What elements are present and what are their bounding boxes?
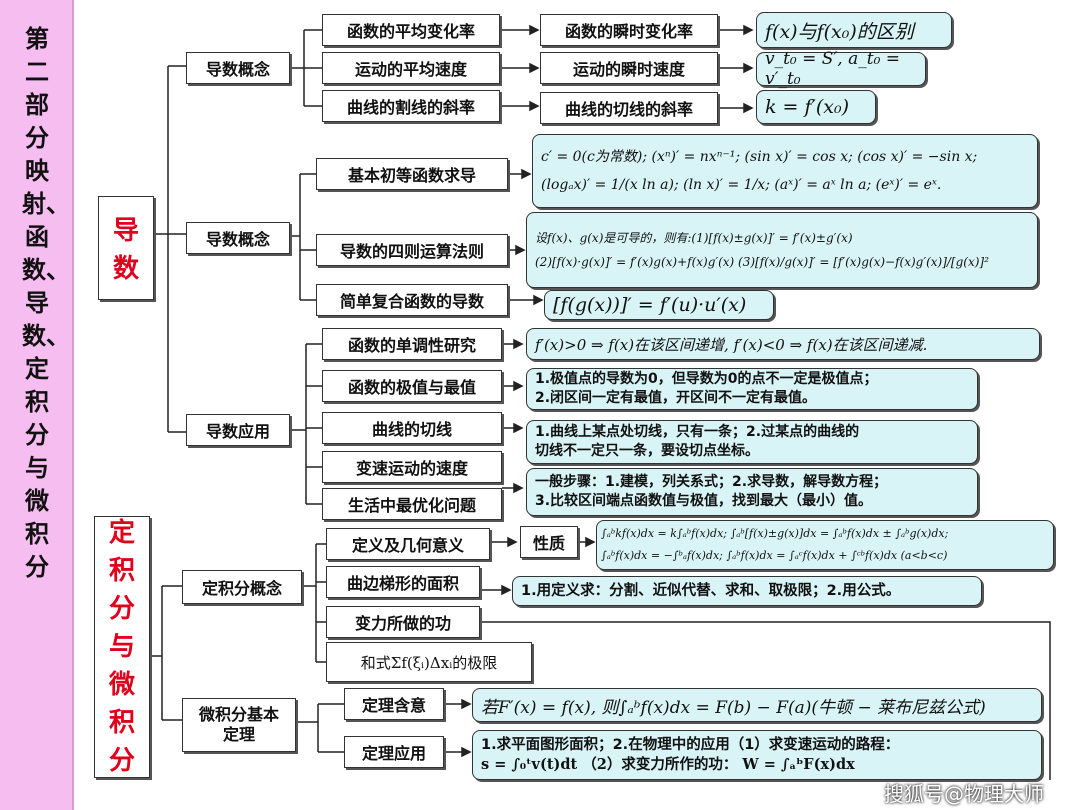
note-extreme-line1: 1.极值点的导数为0，但导数为0的点不一定是极值点； [535, 371, 878, 387]
note-application-line1: 1.求平面图形面积；2.在物理中的应用（1）求变速运动的路程： [481, 737, 900, 753]
node-tangent: 曲线的切线 [322, 412, 502, 444]
formula-chain: [f(g(x))]′ = f′(u)·u′(x) [544, 290, 774, 320]
note-application-line2: s = ∫₀ᵗv(t)dt （2）求变力所作的功： W = ∫ₐᵇF(x)dx [481, 756, 855, 773]
node-riemann-limit: 和式Σf(ξᵢ)Δxᵢ的极限 [326, 642, 532, 682]
node-basic-elementary: 基本初等函数求导 [316, 158, 508, 190]
node-composite: 简单复合函数的导数 [316, 284, 508, 316]
formula-basic-line1: c′ = 0(c为常数); (xⁿ)′ = nxⁿ⁻¹; (sin x)′ = … [541, 149, 978, 165]
formula-basic-line2: (logₐx)′ = 1/(x ln a); (ln x)′ = 1/x; (a… [541, 177, 942, 193]
formula-rules-line2: (2)[f(x)·g(x)]′ = f′(x)g(x)+f(x)g′(x) (3… [535, 255, 989, 269]
node-instant-speed: 运动的瞬时速度 [540, 52, 718, 84]
watermark: 搜狐号@物理大师 [884, 782, 1044, 806]
sidebar: 第二部分 映射、函数、导数、定积分与微积分 [0, 0, 74, 810]
node-fundamental-theorem: 微积分基本定理 [182, 698, 296, 752]
node-property: 性质 [520, 526, 578, 558]
formula-integral-props: ∫ₐᵇkf(x)dx = k∫ₐᵇf(x)dx; ∫ₐᵇ[f(x)±g(x)]d… [596, 520, 1054, 570]
node-theorem-meaning: 定理含意 [344, 688, 444, 720]
node-extreme: 函数的极值与最值 [322, 370, 502, 402]
formula-velocity-text: v_t₀ = S′, a_t₀ = v′_t₀ [765, 49, 901, 89]
formula-rules-line1: 设f(x)、g(x)是可导的，则有:(1)[f(x)±g(x)]′ = f′(x… [535, 231, 853, 245]
note-def-method-text: 1.用定义求：分割、近似代替、求和、取极限；2.用公式。 [521, 582, 901, 599]
note-tangent-line1: 1.曲线上某点处切线，只有一条；2.过某点的曲线的 [535, 424, 860, 440]
formula-f-diff-text: f(x)与f(x₀)的区别 [765, 20, 914, 43]
node-four-operations: 导数的四则运算法则 [316, 234, 508, 266]
formula-monotonic-text: f′(x)>0 ⇒ f(x)在该区间递增, f′(x)<0 ⇒ f(x)在该区间… [535, 335, 928, 354]
note-optimization-line2: 3.比较区间端点函数值与极值，找到最大（最小）值。 [535, 493, 873, 509]
formula-f-diff: f(x)与f(x₀)的区别 [756, 12, 952, 48]
node-def-geometry: 定义及几何意义 [326, 528, 490, 560]
note-optimization: 一般步骤：1.建模，列关系式；2.求导数，解导数方程； 3.比较区间端点函数值与… [526, 468, 978, 516]
node-theorem-application: 定理应用 [344, 736, 444, 768]
note-theorem-application: 1.求平面图形面积；2.在物理中的应用（1）求变速运动的路程： s = ∫₀ᵗv… [472, 730, 1042, 780]
note-def-method: 1.用定义求：分割、近似代替、求和、取极限；2.用公式。 [512, 576, 982, 606]
note-tangent-line2: 切线不一定只一条，要设切点坐标。 [535, 443, 759, 459]
formula-chain-text: [f(g(x))]′ = f′(u)·u′(x) [553, 294, 747, 316]
note-tangent: 1.曲线上某点处切线，只有一条；2.过某点的曲线的 切线不一定只一条，要设切点坐… [526, 420, 978, 464]
note-extreme: 1.极值点的导数为0，但导数为0的点不一定是极值点； 2.闭区间一定有最值，开区… [526, 368, 978, 410]
node-derivative-application: 导数应用 [186, 414, 290, 446]
formula-integral-line2: ∫ₐᵇf(x)dx = −∫ᵇₐf(x)dx; ∫ₐᵇf(x)dx = ∫ₐᶜf… [601, 549, 948, 562]
node-work: 变力所做的功 [326, 606, 480, 638]
formula-monotonic: f′(x)>0 ⇒ f(x)在该区间递增, f′(x)<0 ⇒ f(x)在该区间… [526, 328, 1040, 360]
node-optimization: 生活中最优化问题 [322, 488, 502, 520]
formula-integral-line1: ∫ₐᵇkf(x)dx = k∫ₐᵇf(x)dx; ∫ₐᵇ[f(x)±g(x)]d… [601, 527, 949, 540]
formula-newton-leibniz-text: 若F′(x) = f(x), 则∫ₐᵇf(x)dx = F(b) − F(a)(… [481, 697, 986, 718]
note-extreme-line2: 2.闭区间一定有最值，开区间不一定有最值。 [535, 390, 817, 406]
formula-velocity: v_t₀ = S′, a_t₀ = v′_t₀ [756, 49, 926, 89]
node-variable-speed: 变速运动的速度 [322, 451, 502, 483]
node-avg-rate: 函数的平均变化率 [322, 14, 500, 46]
sidebar-title-col1: 第二部分 映射、函数、导数、定积分与微积分 [22, 24, 70, 581]
section-derivative: 导数 [98, 196, 154, 300]
node-avg-speed: 运动的平均速度 [322, 52, 500, 84]
node-secant-slope: 曲线的割线的斜率 [322, 90, 500, 122]
section-integral: 定积分与微积分 [94, 516, 150, 778]
node-monotonic: 函数的单调性研究 [322, 328, 502, 360]
formula-rules: 设f(x)、g(x)是可导的，则有:(1)[f(x)±g(x)]′ = f′(x… [526, 212, 1038, 288]
formula-basic: c′ = 0(c为常数); (xⁿ)′ = nxⁿ⁻¹; (sin x)′ = … [532, 134, 1038, 208]
note-optimization-line1: 一般步骤：1.建模，列关系式；2.求导数，解导数方程； [535, 474, 888, 490]
formula-slope-text: k = f′(x₀) [765, 96, 850, 118]
formula-slope: k = f′(x₀) [756, 90, 876, 124]
node-derivative-concept-1: 导数概念 [186, 52, 290, 84]
node-derivative-concept-2: 导数概念 [186, 222, 290, 254]
section-integral-label: 定积分与微积分 [108, 518, 135, 776]
section-derivative-label: 导数 [112, 216, 139, 284]
node-instant-rate: 函数的瞬时变化率 [540, 14, 718, 46]
node-integral-concept: 定积分概念 [182, 570, 302, 604]
node-curved-area: 曲边梯形的面积 [326, 566, 480, 598]
formula-newton-leibniz: 若F′(x) = f(x), 则∫ₐᵇf(x)dx = F(b) − F(a)(… [472, 688, 1042, 722]
node-tangent-slope: 曲线的切线的斜率 [540, 92, 718, 124]
